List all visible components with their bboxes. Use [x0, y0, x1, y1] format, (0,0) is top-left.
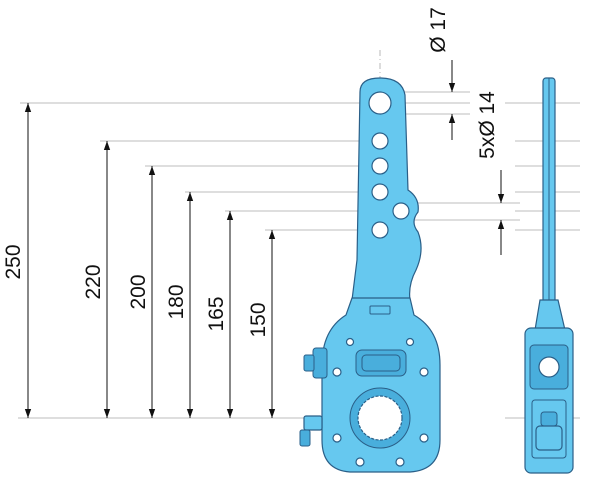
dim-200-label: 200 [127, 274, 150, 309]
dim-180-label: 180 [165, 284, 188, 319]
worm-boss [312, 347, 328, 379]
hole-250 [368, 91, 392, 115]
dim-220-label: 220 [82, 264, 105, 299]
dimension-lines [24, 60, 505, 418]
dia-17-label: Ø 17 [427, 7, 450, 53]
hole-180 [371, 183, 389, 201]
worm-nut [303, 354, 315, 372]
dim-165-label: 165 [205, 296, 228, 331]
dim-250-label: 250 [2, 244, 25, 279]
side-neck [534, 299, 566, 331]
hole-165 [392, 202, 410, 220]
spline-bore [357, 395, 403, 441]
slack-adjuster-front-view [299, 77, 441, 473]
housing-window [355, 349, 407, 377]
grease-fitting [303, 415, 323, 431]
grease-cap [299, 429, 311, 447]
holes-5x14-label: 5xØ 14 [476, 91, 499, 159]
side-grease-fitting [540, 411, 558, 427]
slack-adjuster-side-view [524, 77, 574, 474]
dim-150-label: 150 [247, 302, 270, 337]
hole-220 [371, 132, 389, 150]
hole-150 [371, 221, 389, 239]
hole-200 [371, 157, 389, 175]
